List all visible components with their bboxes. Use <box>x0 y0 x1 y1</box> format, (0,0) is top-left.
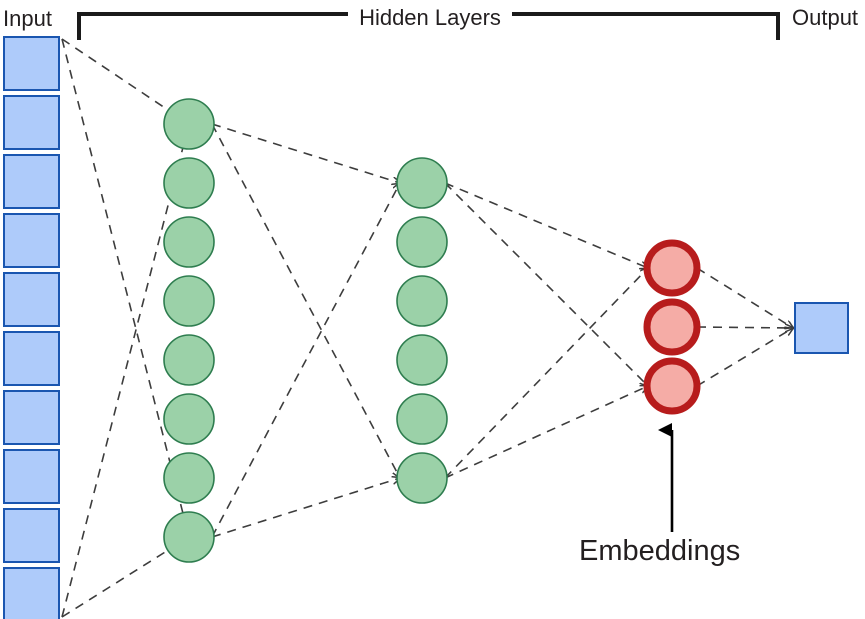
connection-embeddings-to-output <box>696 267 793 328</box>
hidden-node-layer2 <box>396 216 448 268</box>
connection-hidden2-to-embeddings <box>444 182 648 268</box>
bracket-left-segment <box>77 12 348 40</box>
input-label: Input <box>3 6 52 31</box>
hidden-node-layer1 <box>163 334 215 386</box>
hidden-node-layer2 <box>396 334 448 386</box>
hidden-node-layer2 <box>396 157 448 209</box>
input-node <box>3 154 60 209</box>
hidden-layer-2 <box>396 157 448 504</box>
hidden-node-layer1 <box>163 275 215 327</box>
connection-hidden1-to-hidden2 <box>211 183 400 538</box>
connection-embeddings-to-output <box>696 328 793 387</box>
connection-hidden1-to-hidden2 <box>211 478 400 538</box>
input-node <box>3 36 60 91</box>
input-node <box>3 449 60 504</box>
hidden-node-layer2 <box>396 275 448 327</box>
input-node <box>3 390 60 445</box>
bracket-right-segment <box>512 12 780 40</box>
hidden-layers-label: Hidden Layers <box>359 5 501 30</box>
output-node <box>794 302 849 354</box>
hidden-node-layer1 <box>163 216 215 268</box>
input-node <box>3 508 60 563</box>
hidden-node-layer1 <box>163 511 215 563</box>
hidden-node-layer1 <box>163 157 215 209</box>
input-node <box>3 331 60 386</box>
hidden-node-layer2 <box>396 452 448 504</box>
embedding-node <box>643 298 701 356</box>
connection-lines <box>61 38 793 618</box>
hidden-node-layer1 <box>163 452 215 504</box>
hidden-node-layer1 <box>163 98 215 150</box>
connection-embeddings-to-output <box>696 327 793 328</box>
connection-hidden1-to-hidden2 <box>211 123 400 478</box>
connection-input-to-hidden1 <box>61 124 189 618</box>
hidden-node-layer1 <box>163 393 215 445</box>
embeddings-label: Embeddings <box>579 535 740 567</box>
output-label: Output <box>792 5 858 30</box>
input-node <box>3 567 60 619</box>
input-node <box>3 213 60 268</box>
input-node <box>3 95 60 150</box>
hidden-layer-1 <box>163 98 215 563</box>
embedding-layer <box>643 239 701 415</box>
hidden-layers-bracket <box>77 12 780 40</box>
connection-input-to-hidden1 <box>61 38 189 537</box>
embedding-node <box>643 239 701 297</box>
input-layer <box>3 36 60 619</box>
connection-hidden2-to-embeddings <box>444 268 648 479</box>
input-node <box>3 272 60 327</box>
connection-hidden2-to-embeddings <box>444 386 648 479</box>
embedding-node <box>643 357 701 415</box>
connection-hidden2-to-embeddings <box>444 182 648 386</box>
output-layer <box>794 302 849 354</box>
connection-hidden1-to-hidden2 <box>211 123 400 183</box>
hidden-node-layer2 <box>396 393 448 445</box>
